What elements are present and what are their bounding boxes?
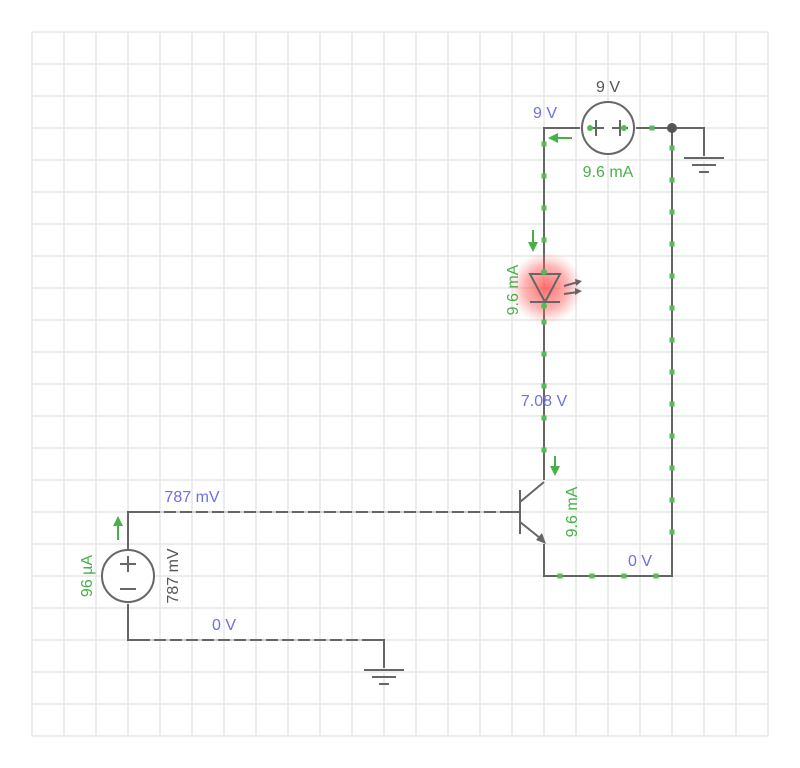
base-voltage-label: 787 mV: [164, 489, 219, 506]
current-dot: [669, 497, 675, 503]
input-source-value-label: 787 mV: [165, 548, 182, 603]
current-arrow-icon: [548, 133, 572, 143]
current-dot: [669, 209, 675, 215]
current-dot: [669, 433, 675, 439]
current-dot: [669, 145, 675, 151]
current-dot: [669, 401, 675, 407]
current-arrow-icon: [550, 456, 560, 476]
ground-icon: [684, 157, 724, 173]
wire-node-to-ground[interactable]: [672, 127, 705, 156]
current-dot: [669, 337, 675, 343]
current-dot: [669, 465, 675, 471]
current-dot: [669, 241, 675, 247]
current-arrow-icon: [113, 516, 123, 540]
dc-voltage-source-icon[interactable]: [101, 549, 155, 603]
npn-transistor-icon[interactable]: [519, 481, 546, 544]
current-dot: [541, 141, 547, 147]
current-dot: [589, 573, 595, 579]
wire-source-to-ground[interactable]: [127, 604, 385, 668]
battery-value-label: 9 V: [596, 79, 620, 96]
current-dot: [541, 205, 547, 211]
wire-battery-to-led[interactable]: [543, 127, 580, 272]
led-current-label: 9.6 mA: [505, 264, 522, 315]
emitter-voltage-label: 0 V: [628, 553, 652, 570]
current-dot: [541, 383, 547, 389]
wire-emitter-to-return[interactable]: [543, 128, 673, 577]
current-dot: [541, 447, 547, 453]
current-dot: [541, 415, 547, 421]
current-dot: [669, 305, 675, 311]
current-dot: [649, 125, 655, 131]
current-dot: [669, 369, 675, 375]
dc-voltage-source-icon[interactable]: [581, 101, 635, 155]
input-ground-voltage-label: 0 V: [212, 617, 236, 634]
current-dot: [653, 573, 659, 579]
collector-voltage-label: 7.08 V: [521, 393, 568, 410]
current-dot: [669, 273, 675, 279]
background-grid: [31, 31, 769, 737]
ground-icon: [364, 669, 404, 685]
current-dot: [557, 573, 563, 579]
current-dot: [621, 573, 627, 579]
current-dot: [541, 173, 547, 179]
current-dot: [541, 351, 547, 357]
current-dot: [541, 237, 547, 243]
current-arrow-icon: [528, 230, 538, 252]
battery-node-voltage-label: 9 V: [533, 105, 557, 122]
current-dot: [669, 529, 675, 535]
wire-source-to-base[interactable]: [127, 511, 520, 550]
junction-node-icon[interactable]: [667, 123, 677, 133]
current-dot: [669, 177, 675, 183]
transistor-current-label: 9.6 mA: [564, 486, 581, 537]
battery-current-label: 9.6 mA: [583, 164, 634, 181]
input-current-label: 96 µA: [79, 555, 96, 597]
led-glow: [510, 252, 582, 324]
